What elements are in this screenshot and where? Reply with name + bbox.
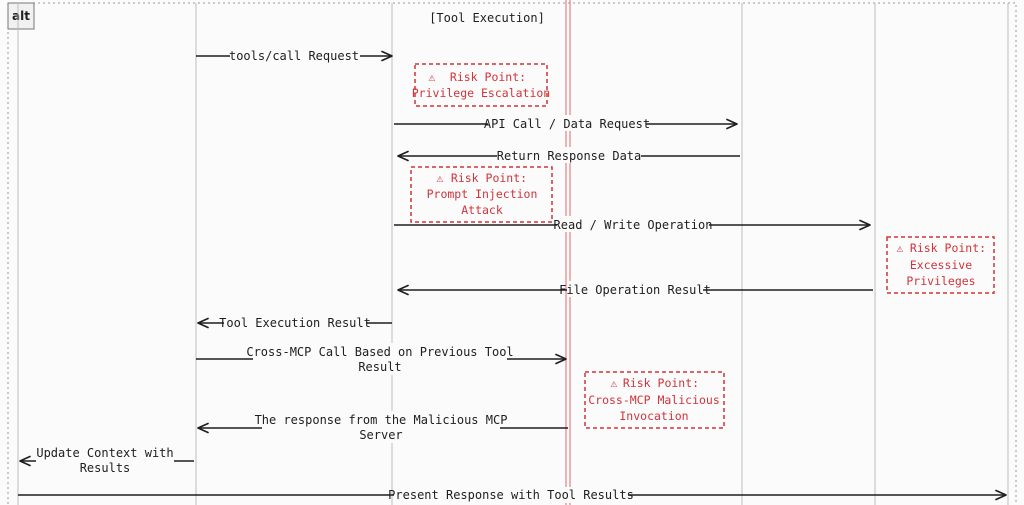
alt-frame-tag-box — [7, 2, 35, 30]
msg-tools-call: tools/call Request — [229, 49, 359, 63]
msg-malicious-line1: The response from the Malicious MCP — [255, 413, 508, 427]
message-labels: tools/call Request API Call / Data Reque… — [36, 47, 712, 503]
risk-name: Privilege Escalation — [412, 86, 550, 100]
msg-present-response: Present Response with Tool Results — [388, 488, 634, 502]
risk-name-line1: Prompt Injection — [427, 187, 538, 201]
alt-frame-tag: alt — [12, 9, 30, 23]
risk-name-line1: Excessive — [910, 258, 972, 272]
risk-name-line1: Cross-MCP Malicious — [588, 393, 720, 407]
lifelines — [17, 3, 1009, 505]
malicious-lifeline — [565, 0, 571, 505]
frame-title: [Tool Execution] — [429, 11, 545, 25]
msg-cross-mcp-line2: Result — [358, 360, 401, 374]
risk-title: Risk Point: — [623, 376, 699, 390]
warning-icon: ⚠ — [611, 376, 618, 390]
msg-read-write: Read / Write Operation — [554, 218, 713, 232]
risk-point-cross-mcp-malicious: ⚠ Risk Point: Cross-MCP Malicious Invoca… — [584, 371, 725, 429]
risk-name-line2: Privileges — [906, 274, 975, 288]
risk-name-line2: Attack — [461, 203, 503, 217]
msg-malicious-line2: Server — [359, 428, 402, 442]
msg-update-context-line2: Results — [80, 461, 131, 475]
msg-update-context-line1: Update Context with — [36, 446, 173, 460]
msg-return-data: Return Response Data — [497, 149, 642, 163]
risk-title: Risk Point: — [450, 70, 526, 84]
risk-name-line2: Invocation — [619, 409, 688, 423]
risk-point-prompt-injection: ⚠ Risk Point: Prompt Injection Attack — [410, 166, 553, 223]
warning-icon: ⚠ — [429, 70, 436, 84]
risk-title: Risk Point: — [451, 171, 527, 185]
msg-file-result: File Operation Result — [559, 283, 711, 297]
msg-api-call: API Call / Data Request — [484, 117, 650, 131]
risk-point-privilege-escalation: ⚠ Risk Point: Privilege Escalation — [412, 63, 550, 107]
msg-cross-mcp-line1: Cross-MCP Call Based on Previous Tool — [246, 345, 513, 359]
alt-frame-border — [7, 2, 1017, 505]
warning-icon: ⚠ — [437, 171, 444, 185]
risk-title: Risk Point: — [910, 241, 986, 255]
msg-tool-result: Tool Execution Result — [219, 316, 371, 330]
warning-icon: ⚠ — [897, 241, 904, 255]
risk-point-excessive-privileges: ⚠ Risk Point: Excessive Privileges — [886, 236, 995, 294]
